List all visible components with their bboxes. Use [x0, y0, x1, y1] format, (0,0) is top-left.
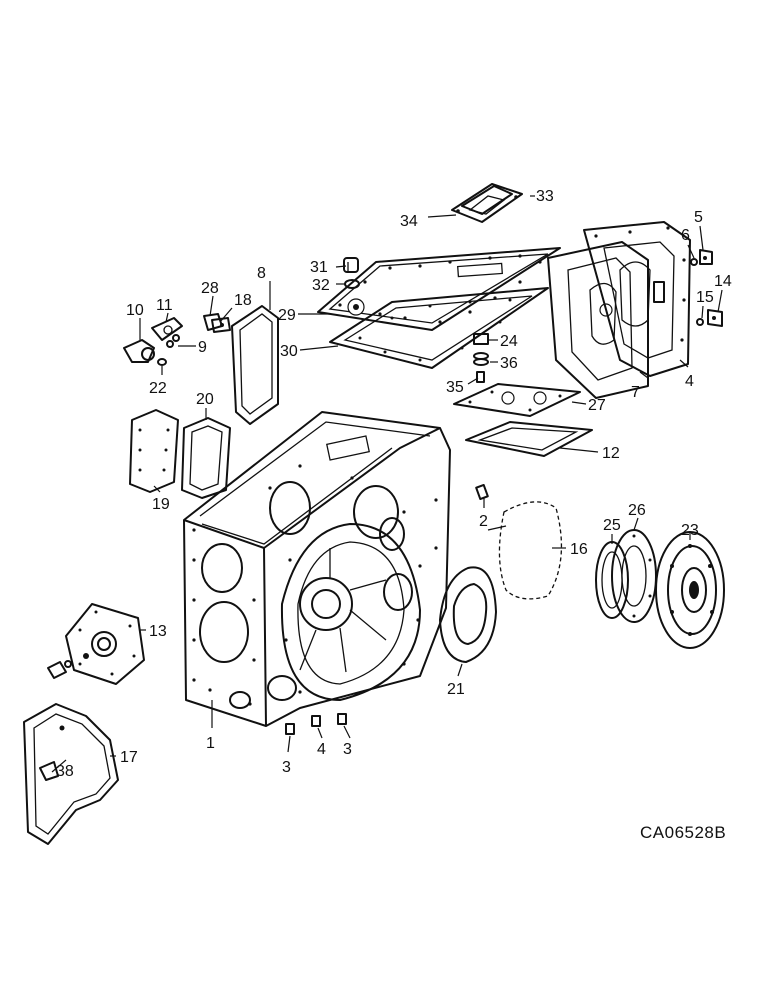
callout-10: 9: [198, 339, 207, 356]
part-20-cover: [129, 409, 179, 493]
part-12-fitting: [151, 317, 183, 341]
part-28-plate: [453, 383, 581, 417]
callout-5: 4: [685, 373, 694, 390]
part-15-washer: [696, 318, 704, 326]
callout-28: 27: [588, 397, 606, 414]
part-36-pin: [476, 371, 485, 383]
callout-27: 26: [628, 502, 646, 519]
leader-lines: [51, 195, 723, 773]
callout-16: 15: [696, 289, 714, 306]
part-14-cover: [47, 603, 145, 685]
part-25-plug: [473, 333, 489, 345]
callout-20: 19: [152, 496, 170, 513]
callout-2: 2: [479, 513, 488, 530]
part-13-gasket: [465, 421, 593, 457]
part-34-top-cover: [451, 183, 523, 223]
callout-26: 25: [603, 517, 621, 534]
part-22-cover: [439, 566, 497, 663]
callout-3-right: 3: [343, 741, 352, 758]
part-11-elbow-fitting: [123, 339, 155, 363]
callout-19: 18: [234, 292, 252, 309]
callout-7: 6: [681, 227, 690, 244]
callout-9: 8: [257, 265, 266, 282]
callout-8: 7: [631, 384, 640, 401]
callout-14: 13: [149, 623, 167, 640]
callout-30: 29: [278, 307, 296, 324]
drawing-reference-code: CA06528B: [640, 823, 726, 842]
callout-23: 22: [149, 380, 167, 397]
callout-35: 34: [400, 213, 418, 230]
part-3-dowel-right: [337, 713, 347, 725]
part-21-gasket: [181, 417, 231, 499]
part-31-gasket: [329, 287, 549, 369]
part-23-oring: [157, 358, 167, 366]
callout-33: 32: [312, 277, 330, 294]
callout-25: 24: [500, 333, 518, 350]
part-24-hub: [655, 531, 725, 649]
part-5-end-plate: [583, 221, 691, 377]
part-10-washers: [166, 334, 180, 348]
part-16-bolt: [707, 309, 723, 327]
callout-32: 31: [310, 259, 328, 276]
part-1-transmission-housing: [183, 411, 451, 727]
part-18-cover: [23, 703, 119, 845]
callout-3-left: 3: [282, 759, 291, 776]
callout-29: 28: [201, 280, 219, 297]
callout-15: 14: [714, 273, 732, 290]
part-6-bolt: [699, 249, 713, 265]
callout-1: 1: [206, 735, 215, 752]
callout-17: 16: [570, 541, 588, 558]
callout-11: 10: [126, 302, 144, 319]
part-3-dowel-left: [285, 723, 295, 735]
part-7-washer: [690, 258, 698, 266]
part-9-side-cover: [231, 305, 279, 425]
part-8-gasket: [547, 241, 649, 399]
part-27-plate: [611, 529, 657, 623]
part-17-gasket: [487, 501, 563, 600]
callout-34: 33: [536, 188, 554, 205]
callout-22: 21: [447, 681, 465, 698]
callout-38: 38: [56, 763, 74, 780]
callout-6: 5: [694, 209, 703, 226]
callout-18: 17: [120, 749, 138, 766]
callout-13: 12: [602, 445, 620, 462]
callout-labels: 33 34 31 32 29 30 24 36 35 27 12 7 4 5 6…: [56, 188, 732, 780]
callout-24: 23: [681, 522, 699, 539]
callout-37: 36: [500, 355, 518, 372]
callout-4: 4: [317, 741, 326, 758]
part-2-pin: [475, 483, 489, 501]
callout-12: 11: [156, 297, 173, 314]
callout-21: 20: [196, 391, 214, 408]
part-30-cover-plate: [317, 247, 561, 331]
callout-31: 30: [280, 343, 298, 360]
part-37-washer: [473, 352, 489, 366]
callout-36: 35: [446, 379, 464, 396]
part-4-dowel: [311, 715, 321, 727]
